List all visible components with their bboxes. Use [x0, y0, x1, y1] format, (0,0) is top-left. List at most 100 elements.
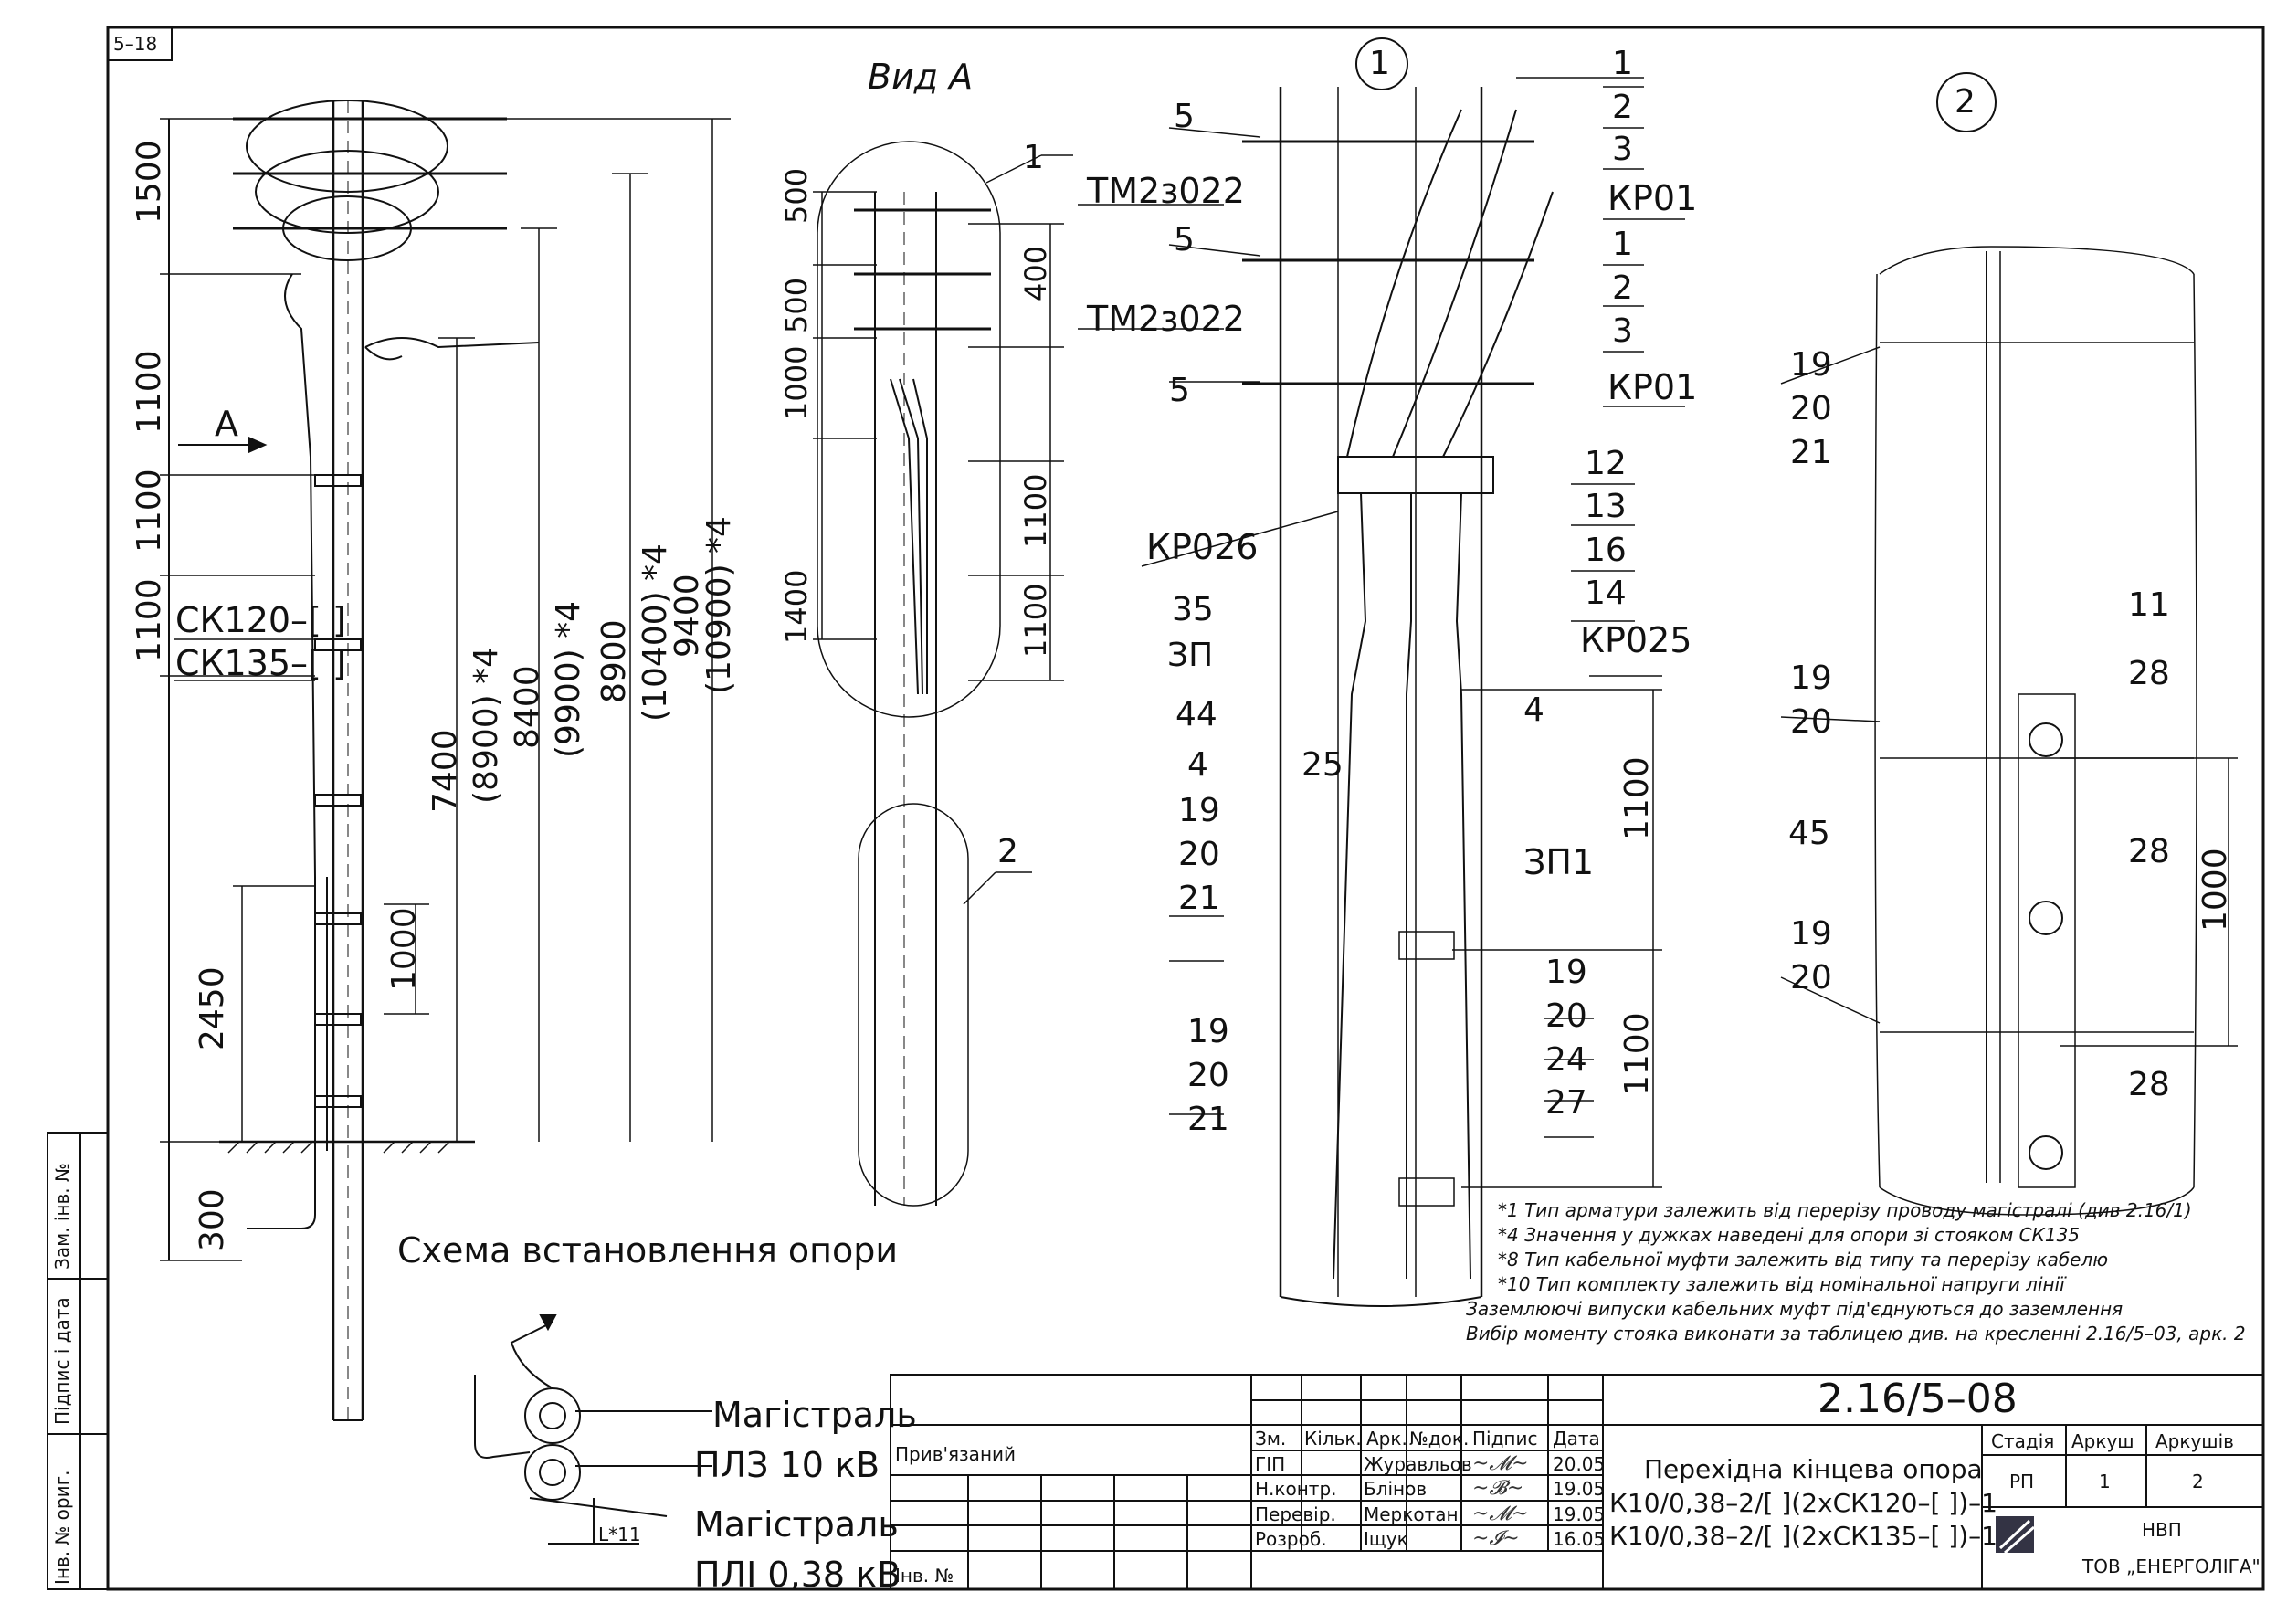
- va-leader-1: 1: [1023, 139, 1044, 176]
- d1-l16: 16: [1585, 532, 1627, 569]
- row3-name: Меркотан: [1364, 1503, 1459, 1525]
- row2-name: Блінов: [1364, 1478, 1428, 1500]
- scheme-line1: Магістраль: [712, 1395, 917, 1435]
- va-dim-500-a: 500: [779, 167, 814, 224]
- dim-1100-b: 1100: [131, 469, 168, 553]
- d2-20c: 20: [1790, 959, 1832, 997]
- d1-l5-a: 5: [1174, 98, 1195, 135]
- va-leader-2: 2: [997, 833, 1018, 870]
- height-8400: 8400: [509, 665, 546, 749]
- sheet-code: 5–18: [113, 33, 158, 55]
- scheme-line2b: ПЛІ 0,38 кВ: [694, 1555, 901, 1595]
- sheet-value: 1: [2099, 1471, 2111, 1492]
- note-2: *4 Значення у дужках наведені для опори …: [1498, 1224, 2081, 1246]
- d1-top-2: 2: [1612, 89, 1633, 126]
- row4-date: 16.05: [1553, 1528, 1606, 1550]
- dim-1000: 1000: [385, 907, 423, 991]
- d1-kr026: КР026: [1146, 527, 1259, 567]
- height-7400: 7400: [427, 729, 464, 813]
- stamp-replaced-inv: Зам. інв. №: [51, 1163, 73, 1270]
- d1-kr01-a: КР01: [1607, 178, 1698, 218]
- signature-4: ~𝓘~: [1472, 1527, 1520, 1550]
- type-ck135: СК135–[ ]: [175, 643, 346, 683]
- d1-24c: 24: [1545, 1041, 1587, 1079]
- va-dim-500-b: 500: [779, 277, 814, 333]
- d1-l35: 35: [1172, 591, 1214, 628]
- scheme-ldim: L*11: [598, 1524, 641, 1545]
- view-a-title: Вид А: [868, 57, 974, 97]
- sheets-value: 2: [2192, 1471, 2204, 1492]
- d2-19c: 19: [1790, 915, 1832, 953]
- d1-tm-b: ТМ2з022: [1087, 299, 1245, 339]
- d1-mid-1: 1: [1612, 226, 1633, 263]
- d2-l28-a: 28: [2128, 655, 2170, 692]
- signature-2: ~𝓑~: [1472, 1477, 1524, 1500]
- d1-19c: 19: [1545, 954, 1587, 991]
- d1-20b: 20: [1187, 1057, 1229, 1094]
- d1-20c: 20: [1545, 997, 1587, 1035]
- d2-21a: 21: [1790, 434, 1832, 471]
- hdr-ark: Арк.: [1366, 1428, 1407, 1450]
- va-dim-1100-a: 1100: [1018, 473, 1053, 548]
- stamp-orig-inv: Інв. № ориг.: [51, 1470, 73, 1585]
- signature-1: ~𝓜~: [1472, 1452, 1529, 1475]
- company-logo-icon: [1996, 1516, 2035, 1555]
- row4-name: Іщук: [1364, 1528, 1408, 1550]
- d1-21a: 21: [1178, 880, 1220, 917]
- org-line1: НВП: [2142, 1519, 2182, 1541]
- d2-l11: 11: [2128, 586, 2170, 624]
- name-line1: Перехідна кінцева опора: [1644, 1454, 1983, 1484]
- org-line2: ТОВ „ЕНЕРГОЛІГА": [2082, 1555, 2261, 1577]
- d2-19b: 19: [1790, 659, 1832, 697]
- va-dim-400: 400: [1018, 245, 1053, 301]
- d2-dim-1000: 1000: [2197, 848, 2234, 932]
- arrow-a-label: A: [215, 404, 238, 444]
- hdr-ndok: №док.: [1409, 1428, 1470, 1450]
- row1-date: 20.05: [1553, 1453, 1606, 1475]
- height-8900: 8900: [595, 619, 633, 703]
- d1-dim-1100-b: 1100: [1618, 1012, 1656, 1096]
- dim-1100-a: 1100: [131, 350, 168, 434]
- d1-19a: 19: [1178, 792, 1220, 829]
- d1-l25: 25: [1302, 746, 1344, 784]
- signature-3: ~𝓜~: [1472, 1503, 1529, 1525]
- d1-tm-a: ТМ2з022: [1087, 171, 1245, 211]
- row2-role: Н.контр.: [1255, 1478, 1337, 1500]
- note-6: Вибір моменту стояка виконати за таблице…: [1466, 1323, 2246, 1345]
- hdr-pidpys: Підпис: [1472, 1428, 1538, 1450]
- d1-top-3: 3: [1612, 131, 1633, 168]
- d1-l4-left: 4: [1187, 746, 1208, 784]
- height-10900-alt: (10900) *4: [701, 516, 738, 694]
- d1-zp: ЗП: [1167, 637, 1214, 674]
- d2-l28-b: 28: [2128, 833, 2170, 870]
- d1-20a: 20: [1178, 836, 1220, 873]
- dim-1500: 1500: [131, 140, 168, 224]
- stage-value: РП: [2009, 1471, 2035, 1492]
- d1-dim-1100-a: 1100: [1618, 756, 1656, 840]
- scheme-line1b: ПЛЗ 10 кВ: [694, 1445, 880, 1485]
- inv-label: Інв. №: [895, 1565, 954, 1587]
- va-dim-1100-b: 1100: [1018, 583, 1053, 658]
- dim-2450: 2450: [194, 966, 231, 1050]
- d1-top-1: 1: [1612, 45, 1633, 82]
- d1-mid-2: 2: [1612, 269, 1633, 307]
- note-4: *10 Тип комплекту залежить від номінальн…: [1498, 1273, 2065, 1295]
- height-10400-alt: (10400) *4: [637, 543, 674, 722]
- row4-role: Розроб.: [1255, 1528, 1327, 1550]
- row1-role: ГІП: [1255, 1453, 1286, 1475]
- hdr-data: Дата: [1553, 1428, 1600, 1450]
- doc-code: 2.16/5–08: [1818, 1376, 2018, 1422]
- d1-l5-c: 5: [1169, 372, 1190, 409]
- va-dim-1000: 1000: [779, 345, 814, 420]
- hdr-kilk: Кільк.: [1304, 1428, 1362, 1450]
- d1-l12: 12: [1585, 445, 1627, 482]
- d1-kr025: КР025: [1580, 620, 1692, 660]
- d1-21b: 21: [1187, 1101, 1229, 1138]
- scheme-line2: Магістраль: [694, 1504, 899, 1545]
- d1-l13: 13: [1585, 488, 1627, 525]
- d2-19a: 19: [1790, 346, 1832, 384]
- hdr-zm: Зм.: [1255, 1428, 1287, 1450]
- row1-name: Журавльов: [1364, 1453, 1472, 1475]
